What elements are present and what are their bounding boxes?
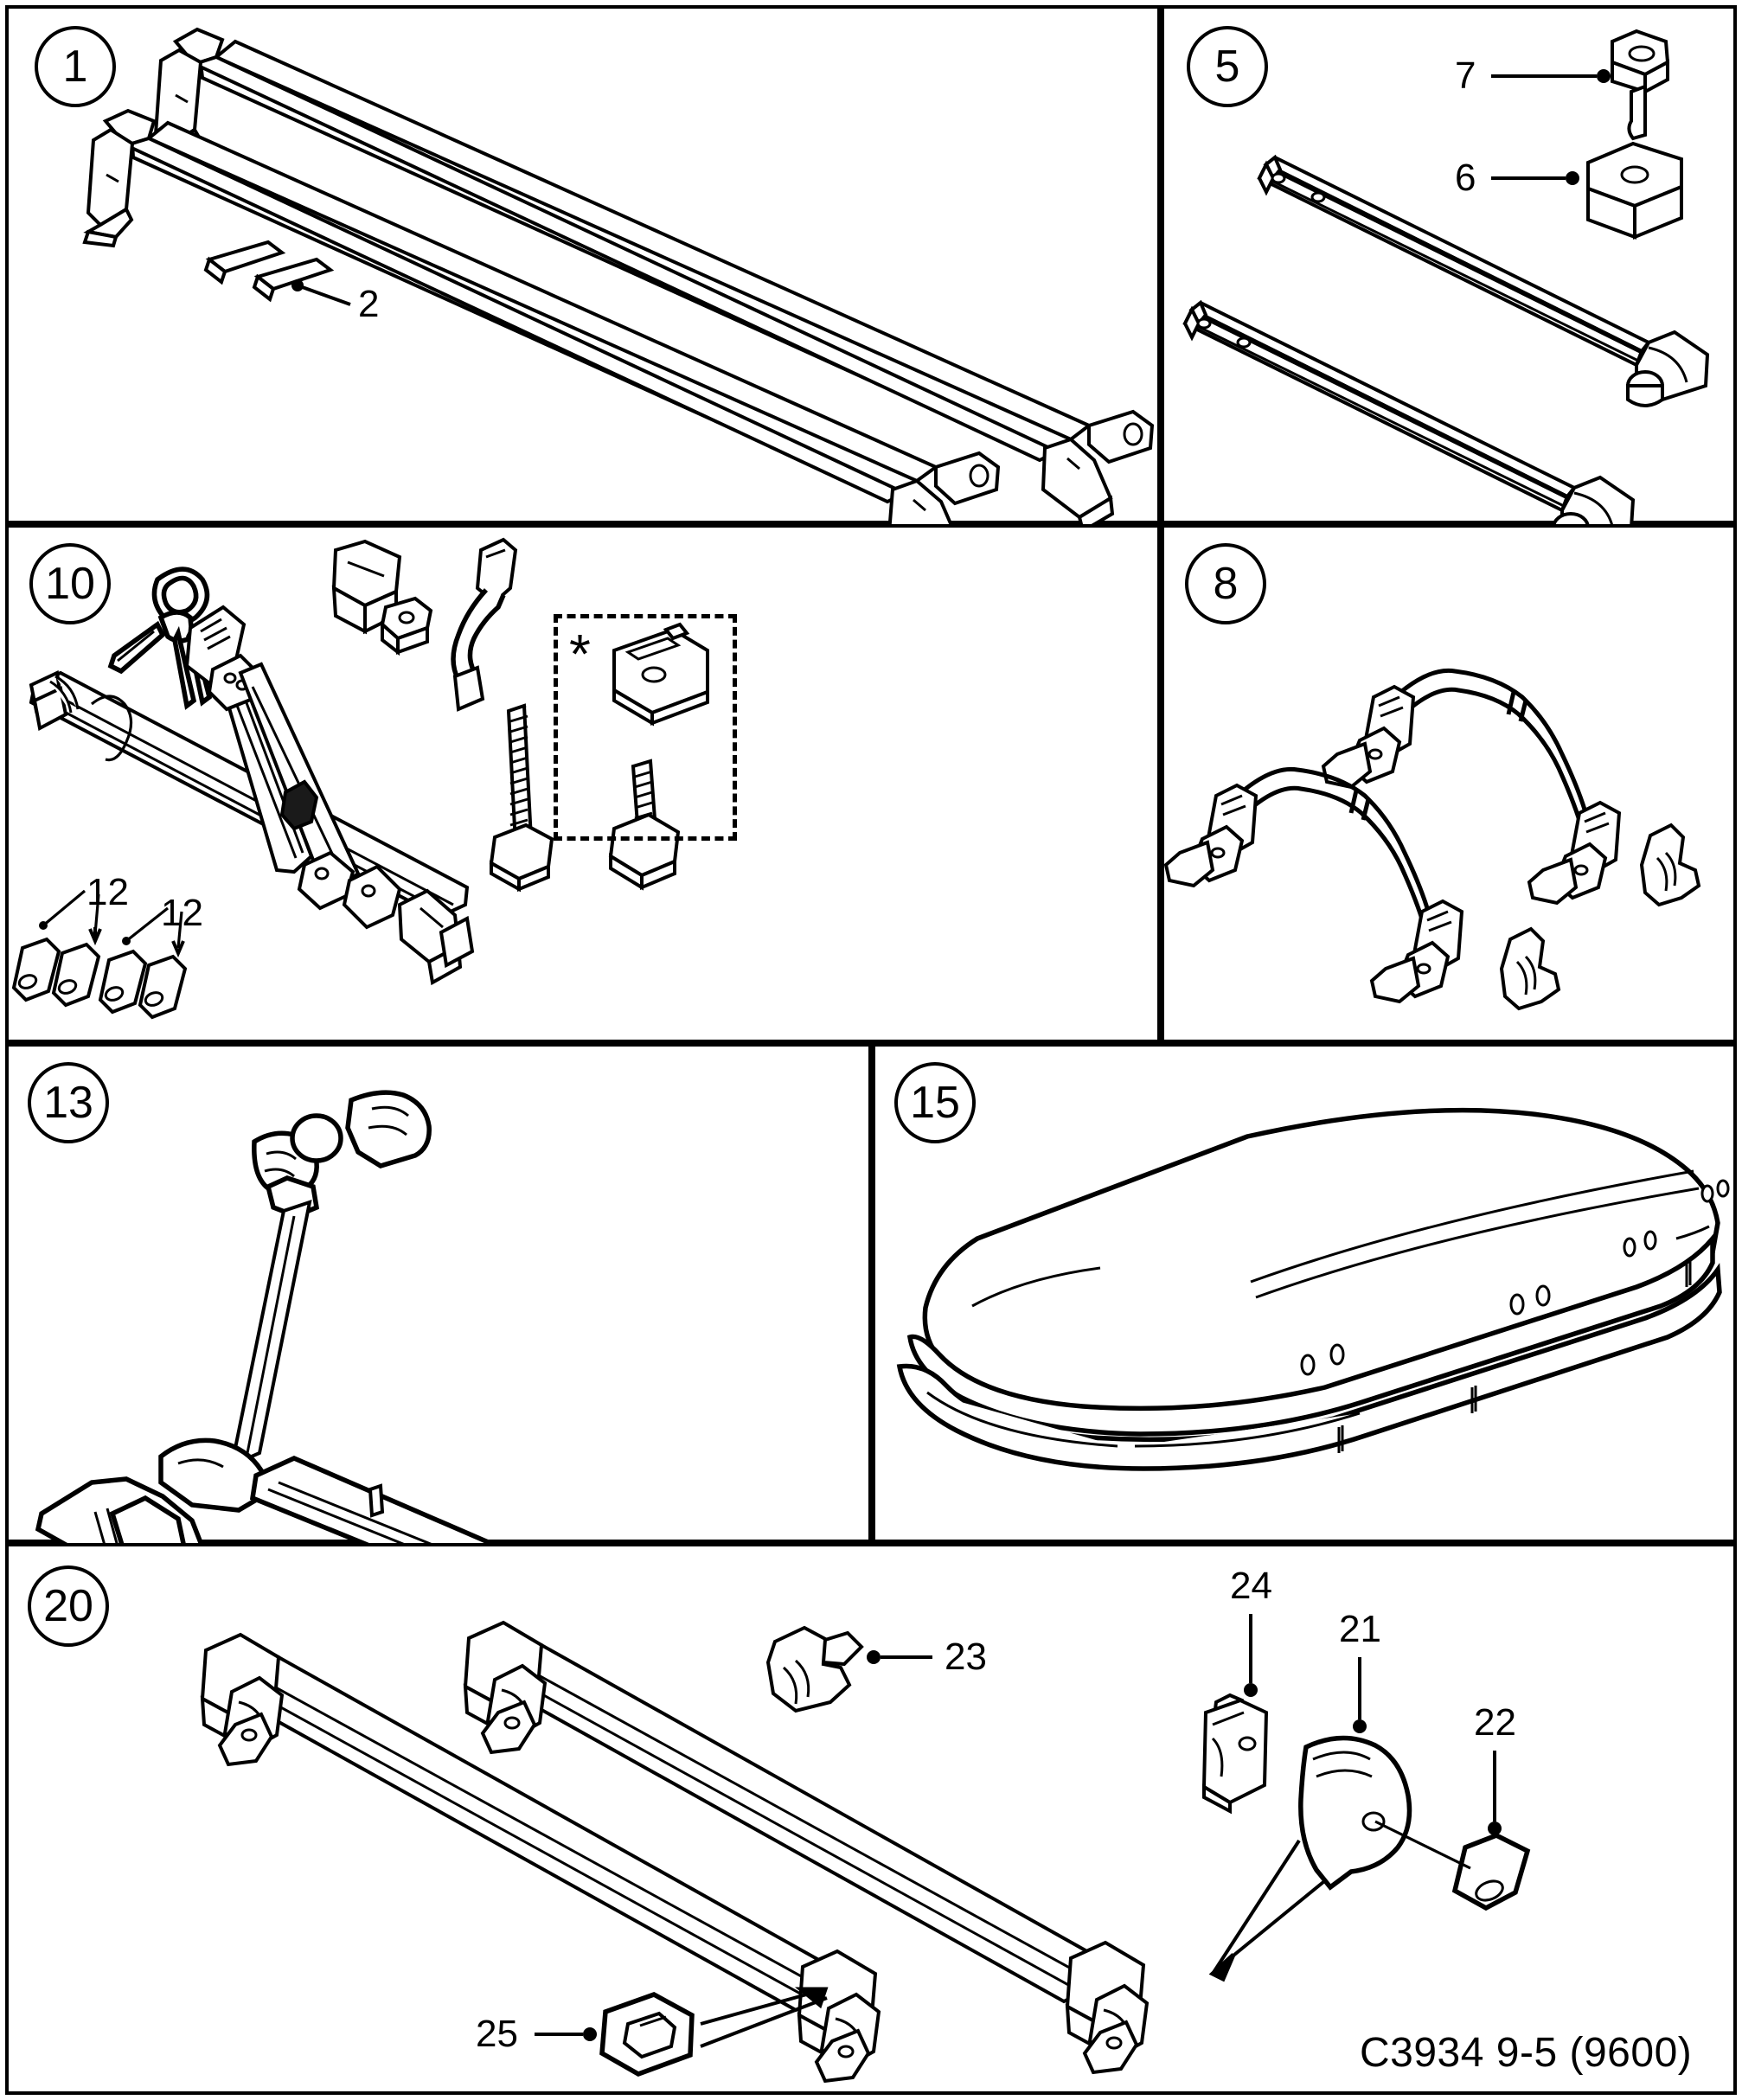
panel-number-badge-8: 8: [1185, 543, 1266, 624]
ski-carrier-rail-lower: [1182, 299, 1636, 544]
panel-number-5: 5: [1214, 42, 1240, 92]
panel-1: 1: [5, 5, 1161, 578]
load-carrier-bar-front: [82, 108, 1001, 578]
callout-label-23: 23: [945, 1636, 987, 1678]
panel-13: 13: [5, 1043, 872, 1697]
panel-1-artwork: [82, 27, 1155, 578]
callout-leader-24: [1244, 1614, 1258, 1697]
panel-number-20: 20: [43, 1581, 93, 1631]
assembly-arrows: [1208, 1839, 1325, 1982]
tensioning-strap-lower: [1163, 766, 1464, 1004]
callout-leader-2: [291, 279, 351, 306]
lock-barrel: [98, 949, 148, 1015]
callout-leader-23: [867, 1650, 932, 1664]
load-carrier-bar-rear: [151, 27, 1155, 535]
panel-number-badge-5: 5: [1187, 26, 1268, 107]
callout-label-12-a: 12: [86, 871, 129, 913]
panel-number-1: 1: [62, 42, 88, 92]
panel-number-badge-13: 13: [28, 1062, 109, 1143]
panel-number-badge-10: 10: [29, 543, 111, 624]
bike-carrier-frame: [29, 605, 475, 986]
hook-bracket: [451, 537, 518, 712]
optional-parts-dashed-box: [554, 614, 737, 841]
panel-number-10: 10: [45, 559, 95, 609]
panel-20: 20: [5, 1543, 1737, 2095]
panel-number-badge-15: 15: [894, 1062, 976, 1143]
crossbar-front: [200, 1632, 881, 2084]
callout-label-22: 22: [1474, 1701, 1516, 1744]
rail-clamp-jaw: [765, 1625, 864, 1713]
lock-barrel: [138, 954, 188, 1020]
panel-10-artwork: [11, 537, 709, 1020]
carrier-cradle-arm: [229, 1090, 432, 1469]
rubber-pad-strip: [203, 240, 335, 303]
panel-8: 8: [1161, 524, 1737, 1043]
callout-label-21: 21: [1339, 1608, 1381, 1650]
t-bolt-long: [489, 703, 554, 893]
lock-barrel: [11, 937, 61, 1002]
roof-box-base: [896, 1179, 1730, 1471]
panel-number-8: 8: [1213, 559, 1239, 609]
wing-clip: [1639, 823, 1701, 907]
panel-5-artwork: [1182, 29, 1710, 544]
callout-label-25: 25: [476, 2013, 518, 2055]
tensioning-strap-upper: [1321, 668, 1622, 906]
callout-label-12-b: 12: [161, 892, 203, 934]
panel-10: 10: [5, 524, 1161, 1043]
panel-15-artwork: [896, 1107, 1730, 1471]
clamp-pad: [331, 539, 402, 635]
callout-leader-6: [1491, 171, 1579, 185]
panel-5: 5: [1161, 5, 1737, 544]
callout-leader-12b: [122, 906, 185, 958]
lock-barrel-cap: [1451, 1832, 1531, 1911]
plug-insert-arrows: [700, 1987, 829, 2048]
ski-carrier-rail-upper: [1257, 154, 1710, 407]
spacer-block: [380, 596, 433, 656]
callout-label-2: 2: [358, 283, 380, 325]
optional-parts-group: [608, 622, 709, 891]
end-cover-cap: [1298, 1735, 1412, 1891]
callout-leader-22: [1488, 1751, 1502, 1835]
callout-leader-21: [1353, 1657, 1367, 1733]
panel-number-15: 15: [910, 1078, 960, 1128]
cover-plug: [599, 1991, 695, 2078]
callout-label-24: 24: [1230, 1565, 1272, 1607]
clamp-block: [1586, 141, 1683, 240]
callout-label-6: 6: [1455, 157, 1476, 199]
panel-number-badge-20: 20: [28, 1565, 109, 1647]
panel-13-artwork: [35, 1090, 740, 1697]
lock-barrel: [51, 942, 101, 1008]
diagram-caption: C3934 9-5 (9600): [1360, 2030, 1693, 2076]
panel-20-artwork: [200, 1614, 1531, 2084]
callout-label-7: 7: [1455, 54, 1476, 97]
lock-slide: [1201, 1693, 1269, 1815]
lock-barrel-group: [11, 937, 188, 1020]
wing-clip: [1499, 926, 1561, 1011]
callout-leader-7: [1491, 69, 1611, 83]
panel-8-artwork: [1163, 668, 1701, 1011]
panel-15: 15: [872, 1043, 1737, 1543]
crossbar-rear: [463, 1620, 1150, 2075]
t-bolt-knob: [1611, 29, 1670, 141]
panel-number-13: 13: [43, 1078, 93, 1128]
optional-parts-asterisk: *: [569, 623, 591, 685]
panel-number-badge-1: 1: [35, 26, 116, 107]
roof-box-lid: [922, 1107, 1720, 1415]
callout-leader-12a: [39, 889, 102, 946]
callout-leader-25: [535, 2027, 597, 2041]
